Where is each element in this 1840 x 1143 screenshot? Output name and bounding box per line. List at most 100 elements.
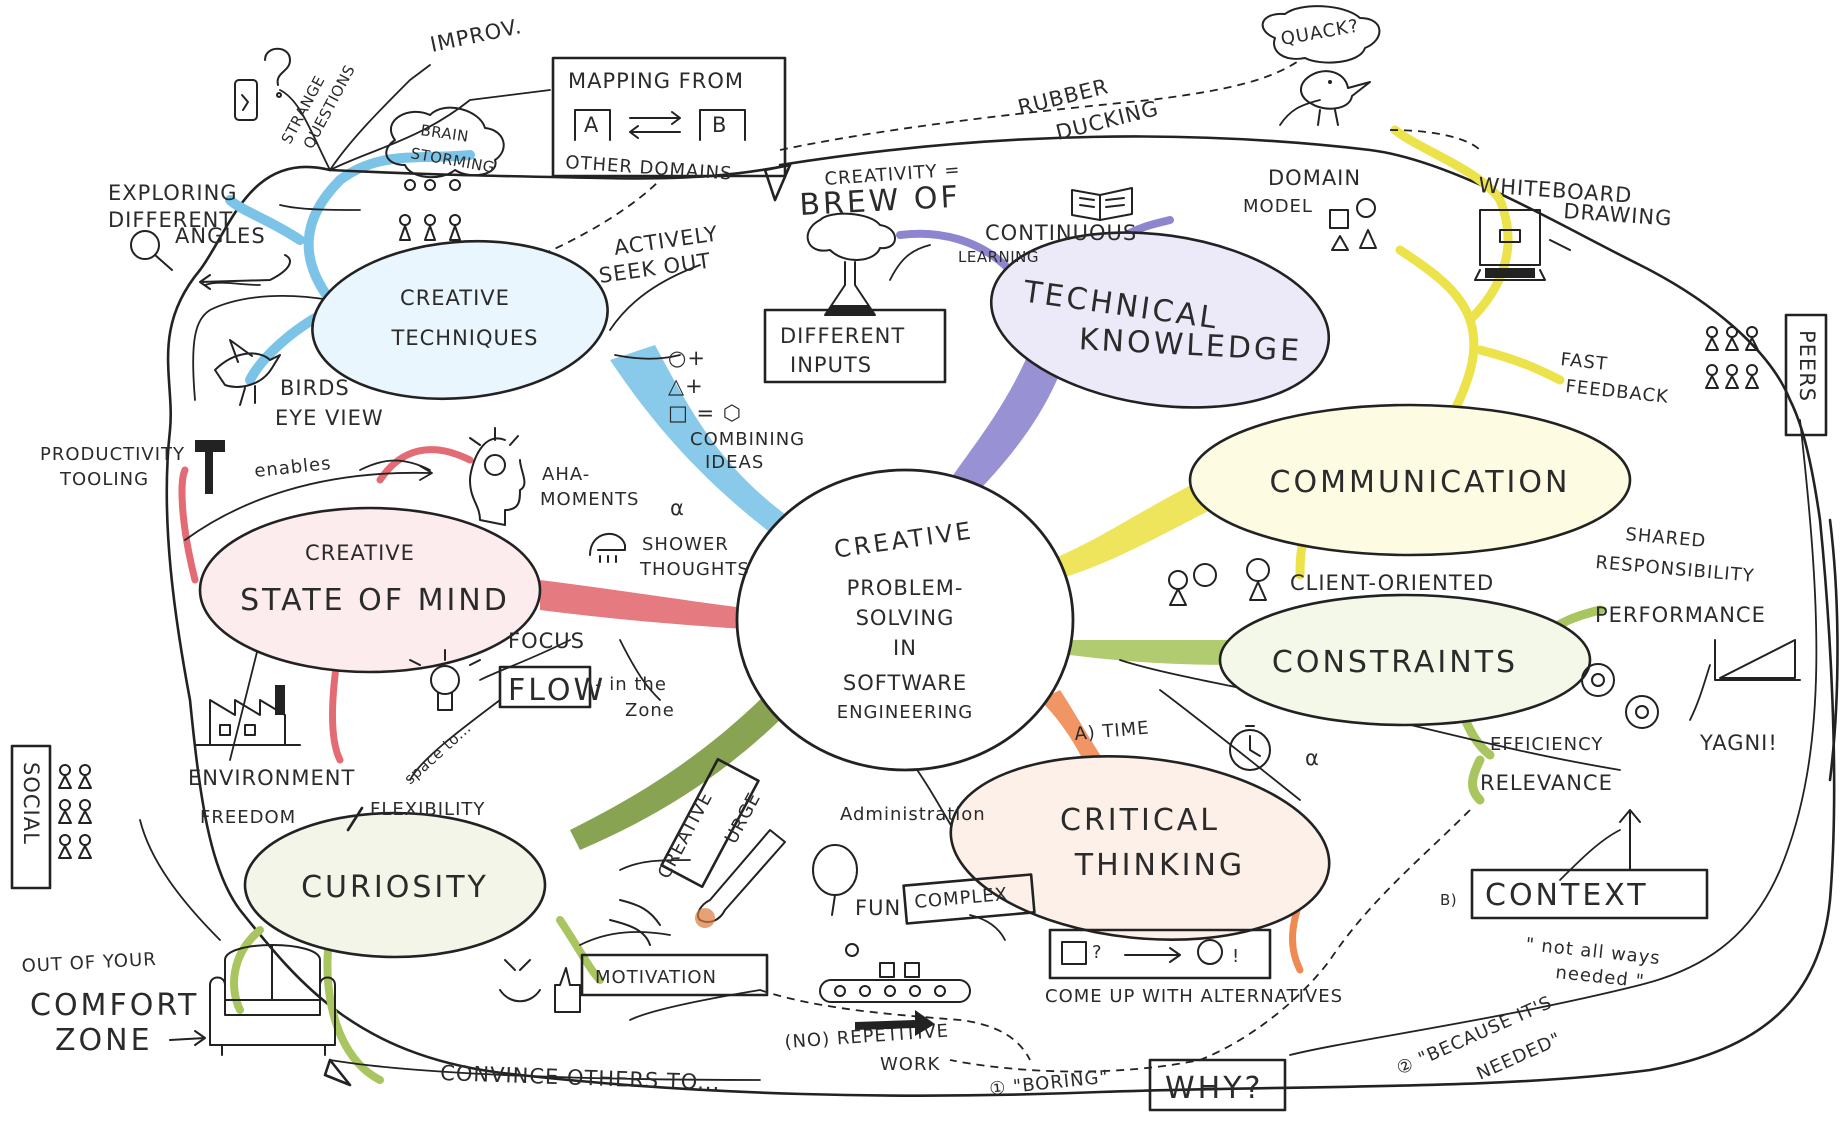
zone-2: Zone [625, 700, 675, 721]
speech-bubble-icon [1261, 5, 1381, 64]
inputs-box [763, 308, 947, 384]
comfort-2: COMFORT [30, 988, 199, 1023]
domain-a-box [574, 109, 611, 141]
domain-shapes-icon [1329, 198, 1377, 251]
creative-urge-2: URGE [721, 789, 765, 847]
critical-thinking-title-1: CRITICAL [1060, 803, 1220, 838]
combining-shapes-3: □ = ⬡ [668, 401, 742, 425]
continuous-1: CONTINUOUS [985, 221, 1137, 245]
aha-2: MOMENTS [540, 489, 640, 510]
outer-boundary-line [165, 135, 1836, 1097]
arrows-icon [199, 254, 291, 290]
domain-model-1: DOMAIN [1268, 166, 1361, 190]
outer-loop-ext [1828, 518, 1839, 782]
factory-icon [194, 685, 301, 746]
shower-icon [589, 532, 626, 563]
alt-question-icon: ? [1092, 942, 1103, 963]
central-topic: CREATIVE PROBLEM- SOLVING IN SOFTWARE EN… [735, 468, 1075, 772]
shower-1: SHOWER [642, 534, 729, 555]
relevance-label: RELEVANCE [1480, 771, 1613, 795]
combining-shapes: ○+ [668, 346, 706, 370]
center-line-5: SOFTWARE [843, 671, 967, 695]
exploring-3: ANGLES [175, 224, 266, 248]
comfort-arrow-icon [169, 1030, 206, 1046]
exploring-1: EXPLORING [108, 181, 238, 205]
alpha-symbol: α [1305, 746, 1320, 770]
alternatives-box [1048, 928, 1272, 980]
administration-label: Administration [840, 804, 986, 825]
alt-square-icon [1061, 941, 1087, 965]
rocket-icon [609, 829, 786, 946]
efficiency-label: EFFICIENCY [1490, 734, 1603, 755]
up-arrow-icon [1619, 809, 1641, 871]
enables-label: enables [253, 453, 332, 482]
people-thinking-icon [399, 179, 461, 241]
node-creative-state-of-mind: CREATIVE STATE OF MIND [198, 506, 542, 674]
node-critical-thinking: CRITICAL THINKING [949, 755, 1331, 941]
flow-label: FLOW [508, 673, 606, 708]
shower-2: THOUGHTS [639, 559, 750, 580]
connector-lines [139, 59, 1818, 1087]
why-label: WHY? [1165, 1071, 1263, 1106]
combining-ideas-1: COMBINING [690, 429, 805, 450]
mapping-box [551, 56, 787, 178]
domain-b-label: B [712, 113, 727, 137]
head-lightbulb-icon [469, 427, 526, 526]
branch-green [1070, 640, 1230, 665]
critical-thinking-title-2: THINKING [1074, 848, 1245, 883]
birds-eye-view-2: EYE VIEW [275, 406, 384, 430]
bird-icon [214, 339, 281, 406]
creative-urge-box [660, 757, 760, 889]
brainstorming-1: BRAIN [419, 121, 470, 146]
node-constraints: CONSTRAINTS [1218, 593, 1592, 727]
peers-people-icon [1705, 326, 1759, 389]
question-icon [264, 47, 291, 98]
brew-flask-icon [806, 212, 896, 316]
domain-b-box [699, 109, 746, 141]
smiley-thumbs-up-icon [499, 959, 581, 1013]
motivation-box [580, 953, 769, 997]
social-people-icon [58, 764, 92, 859]
node-communication: COMMUNICATION [1188, 403, 1632, 557]
different-inputs-1: DIFFERENT [780, 324, 905, 348]
technical-knowledge-details: CREATIVITY = BREW OF DIFFERENT INPUTS CO… [763, 160, 1377, 384]
creative-techniques-title-2: TECHNIQUES [391, 326, 539, 350]
alternatives-label: COME UP WITH ALTERNATIVES [1045, 986, 1343, 1007]
lightbulb-icon [409, 649, 481, 711]
curiosity-title: CURIOSITY [301, 870, 489, 905]
productivity-1: PRODUCTIVITY [40, 444, 185, 465]
why-box [1148, 1058, 1287, 1112]
yagni-label: YAGNI! [1699, 731, 1778, 755]
state-of-mind-title-2: STATE OF MIND [240, 583, 510, 618]
peers-box [1784, 313, 1828, 437]
armchair-icon [209, 944, 336, 1056]
zone-1: - in the [595, 674, 667, 695]
client-people-icon [1168, 558, 1270, 606]
mapping-from: MAPPING FROM [568, 69, 744, 93]
freedom-label: FREEDOM [200, 807, 296, 828]
node-technical-knowledge: TECHNICAL KNOWLEDGE [989, 231, 1331, 409]
gears-icon [1581, 663, 1659, 729]
fast-feedback-2: FEEDBACK [1564, 376, 1670, 408]
focus-label: FOCUS [508, 629, 585, 653]
peers-label: PEERS [1795, 330, 1819, 402]
alt-arrow-icon [1124, 947, 1181, 963]
arrow-right-icon [855, 1010, 935, 1036]
critical-thinking-details: ? ! COME UP WITH ALTERNATIVES WHY? ① "BO… [988, 928, 1343, 1112]
mapping-other-domains: OTHER DOMAINS [565, 152, 733, 185]
tin-can-icon [234, 79, 258, 121]
creative-techniques-title-1: CREATIVE [400, 286, 510, 310]
comfort-1: OUT OF YOUR [21, 949, 157, 977]
open-book-icon [1071, 187, 1133, 221]
birds-eye-view-1: BIRDS [280, 376, 350, 400]
fun-label: FUN [855, 896, 901, 920]
performance-chart-icon [1714, 639, 1801, 681]
whiteboard-icon [1474, 209, 1571, 281]
aha-1: AHA- [542, 464, 590, 485]
alt-circle-icon [1197, 939, 1223, 965]
fast-feedback-1: FAST [1559, 349, 1608, 375]
node-curiosity: CURIOSITY [243, 811, 547, 959]
node-creative-techniques: CREATIVE TECHNIQUES [311, 239, 609, 401]
brainstorming-cloud-icon [385, 106, 505, 179]
productivity-2: TOOLING [59, 469, 149, 490]
